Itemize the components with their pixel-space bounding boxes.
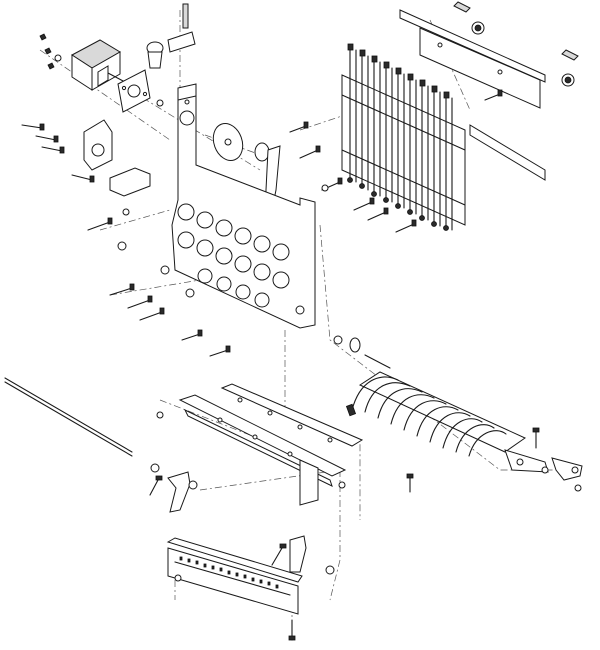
washers — [54, 54, 582, 582]
motor-mount-plate — [117, 69, 151, 113]
top-bracket — [167, 3, 196, 53]
stepper-motor — [71, 39, 126, 91]
rail-bracket — [399, 1, 579, 109]
pulley-disc — [212, 123, 270, 162]
clamp-block — [146, 41, 164, 69]
needle-bar-tips — [347, 43, 450, 99]
needle-bar-case — [341, 43, 466, 231]
arm-link — [504, 449, 583, 481]
lower-bracket-plate — [166, 537, 303, 615]
needle-bars — [349, 47, 453, 231]
take-up-levers — [351, 376, 507, 457]
thread-take-up-lever-assembly — [333, 335, 527, 457]
support-brackets — [167, 471, 307, 573]
long-slot-plate — [469, 124, 546, 181]
needle-bar-feet — [347, 177, 449, 231]
long-shaft — [4, 377, 160, 473]
guide-rail — [178, 383, 364, 506]
lower-plate-slots — [179, 556, 279, 589]
cam-block — [83, 119, 151, 197]
screws — [21, 33, 540, 641]
side-frame-plate — [171, 83, 316, 329]
